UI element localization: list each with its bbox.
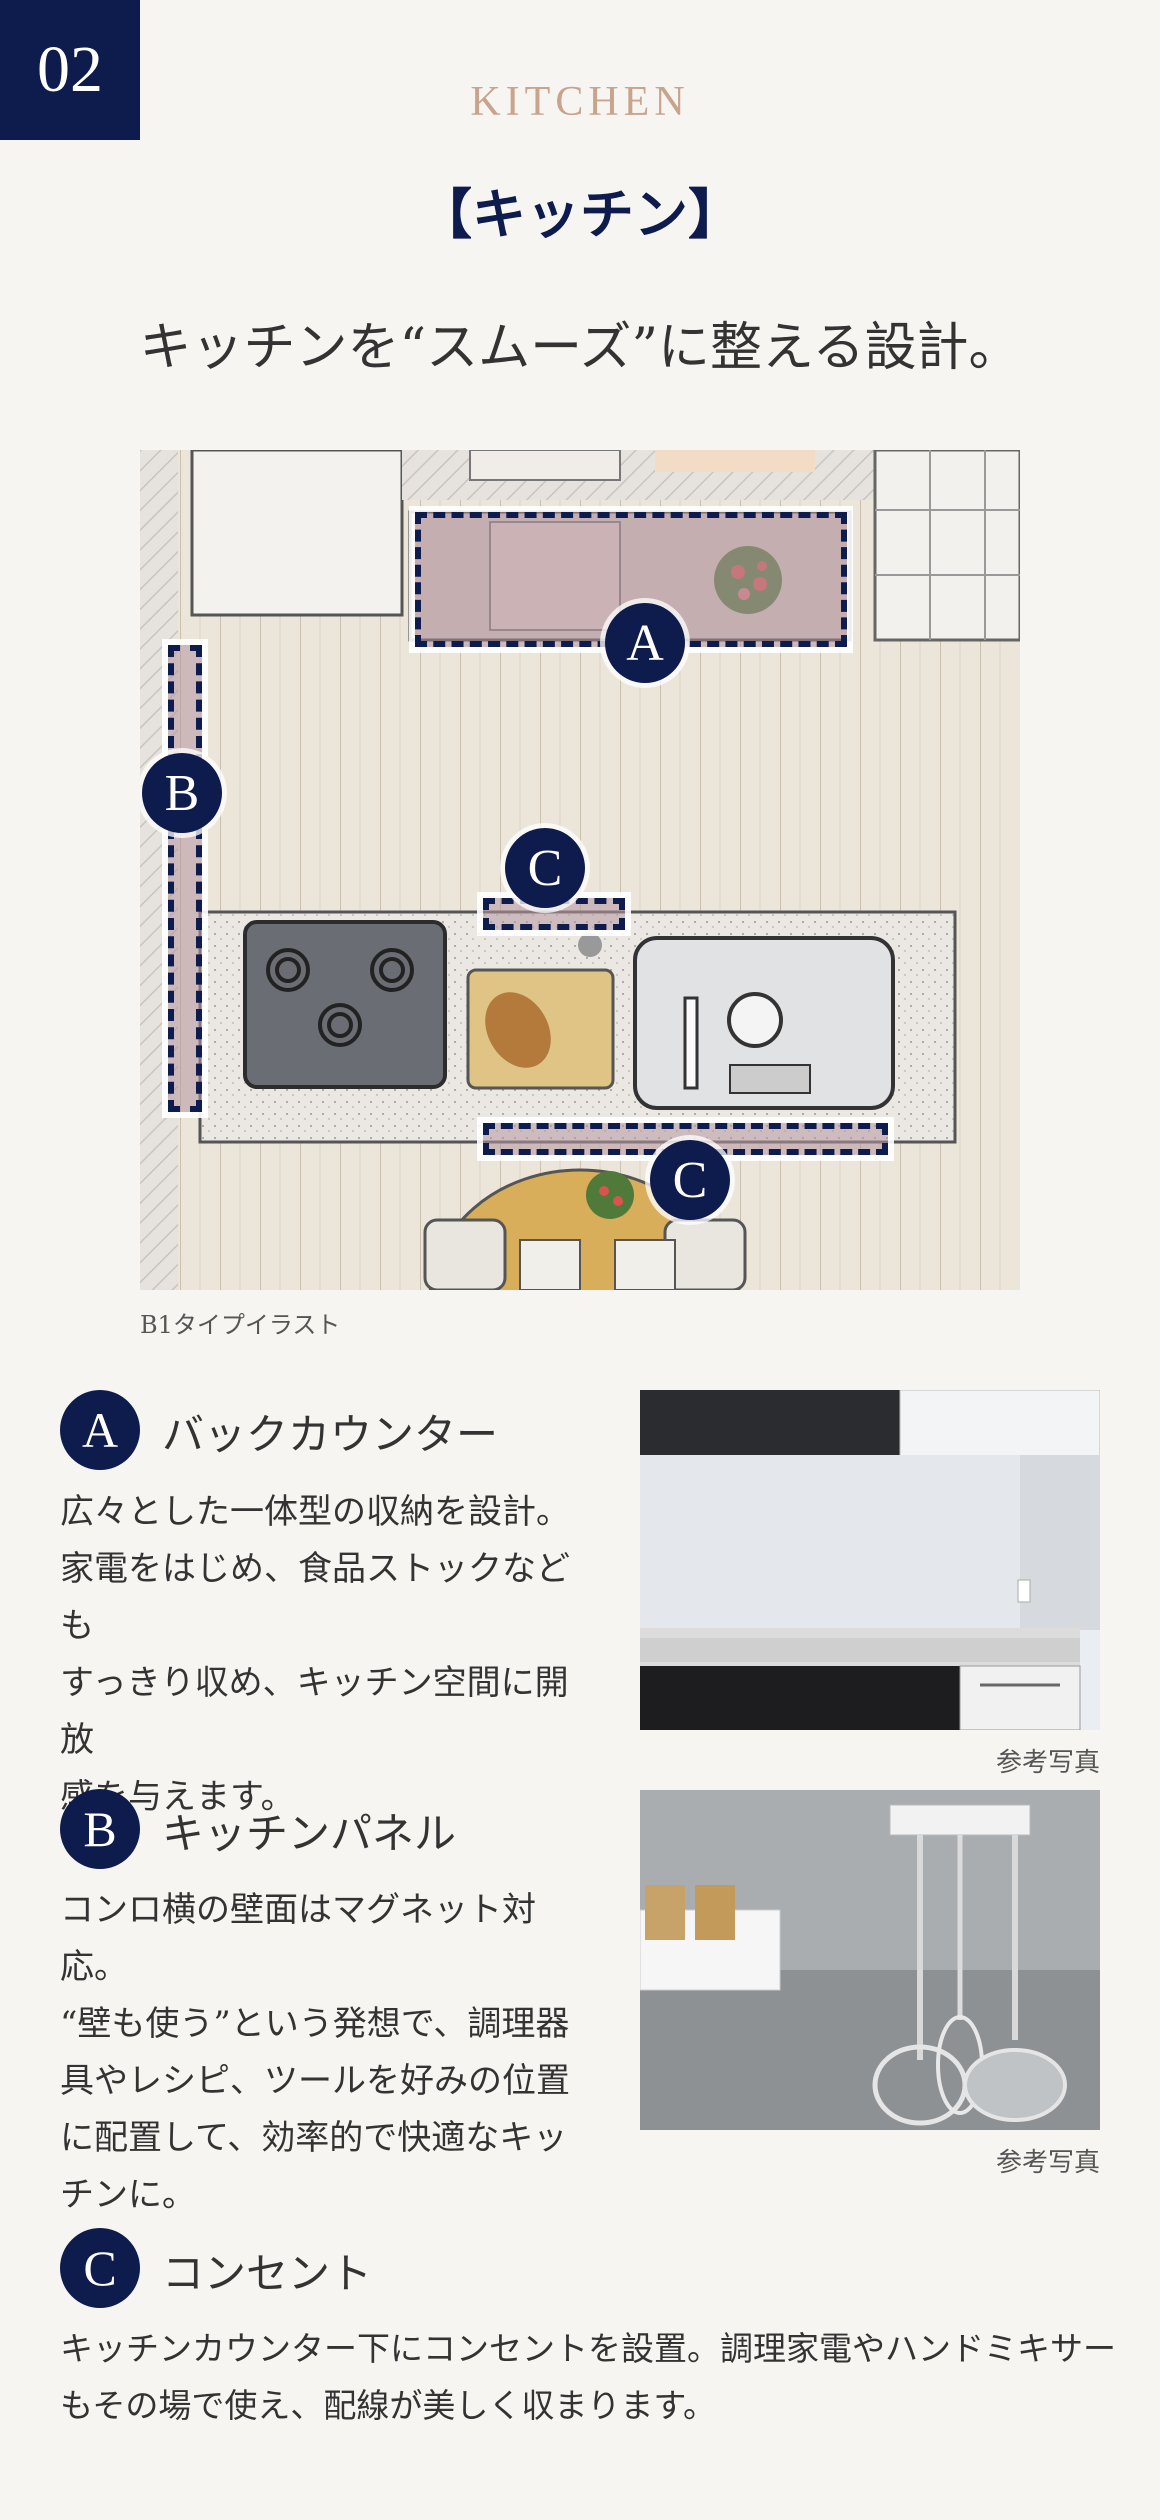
feature-c-body: キッチンカウンター下にコンセントを設置。調理家電やハンドミキサー もその場で使え…: [60, 2320, 1120, 2434]
feature-b-line: “壁も使う”という発想で、調理器: [60, 2004, 570, 2044]
highlight-area-b: [168, 645, 202, 1112]
feature-c-title: コンセント: [162, 2249, 373, 2298]
feature-a-photo-caption: 参考写真: [995, 1748, 1100, 1778]
feature-b-line: 具やレシピ、ツールを好みの位置: [60, 2061, 570, 2101]
feature-c-line: キッチンカウンター下にコンセントを設置。調理家電やハンドミキサー: [60, 2329, 1116, 2368]
back-counter-photo: [640, 1390, 1100, 1730]
feature-b-line: に配置して、効率的で快適なキッ: [60, 2118, 568, 2158]
feature-a-body: 広々とした一体型の収納を設計。 家電をはじめ、食品ストックなども すっきり収め、…: [60, 1484, 600, 1826]
plan-marker-c-upper: C: [505, 828, 585, 908]
kitchen-panel-photo: [640, 1790, 1100, 2130]
feature-a-line: すっきり収め、キッチン空間に開放: [60, 1663, 569, 1760]
feature-b-marker: B: [60, 1789, 140, 1869]
plan-caption: B1タイプイラスト: [140, 1311, 341, 1339]
plan-marker-b: B: [142, 753, 222, 833]
section-title: 【キッチン】: [418, 182, 742, 246]
kitchen-floor-plan: A B C C: [140, 450, 1020, 1290]
headline: キッチンを“スムーズ”に整える設計。: [139, 318, 1021, 378]
feature-a-marker: A: [60, 1390, 140, 1470]
feature-b-line: チンに。: [60, 2175, 196, 2215]
feature-b-title: キッチンパネル: [162, 1809, 457, 1858]
feature-a-line: 広々とした一体型の収納を設計。: [60, 1492, 570, 1532]
section-number-badge: 02: [0, 0, 140, 140]
plan-marker-c-lower: C: [650, 1140, 730, 1220]
feature-a-title: バックカウンター: [162, 1410, 499, 1459]
feature-c-line: もその場で使え、配線が美しく収まります。: [60, 2386, 717, 2425]
feature-b-body: コンロ横の壁面はマグネット対応。 “壁も使う”という発想で、調理器 具やレシピ、…: [60, 1882, 600, 2224]
feature-c-marker: C: [60, 2228, 140, 2308]
plan-marker-a: A: [605, 603, 685, 683]
feature-b-line: コンロ横の壁面はマグネット対応。: [60, 1890, 536, 1987]
section-kicker: KITCHEN: [470, 79, 690, 125]
feature-a-line: 家電をはじめ、食品ストックなども: [60, 1549, 570, 1646]
feature-b-photo-caption: 参考写真: [995, 2148, 1100, 2178]
